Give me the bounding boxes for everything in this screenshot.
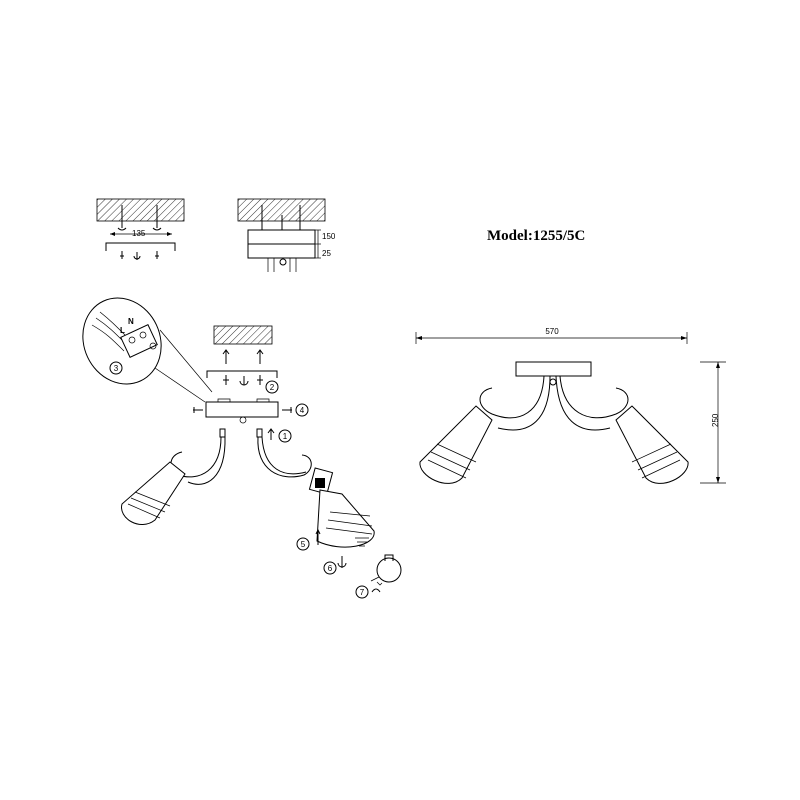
ceiling-mount-detail: 135 xyxy=(96,198,185,260)
step-5-label: 5 xyxy=(301,540,306,549)
plate-height-dimension: 150 xyxy=(322,232,336,241)
mount-spacing-dimension: 135 xyxy=(132,229,146,238)
exploded-assembly: 2 4 1 5 6 xyxy=(121,325,402,599)
terminal-l-label: L xyxy=(120,326,125,335)
wiring-callout: N L 3 xyxy=(82,297,213,403)
step-1-label: 1 xyxy=(283,432,288,441)
step-7-label: 7 xyxy=(360,588,365,597)
overall-width-dimension: 570 xyxy=(545,327,559,336)
step-3-label: 3 xyxy=(114,364,119,373)
step-2-label: 2 xyxy=(270,383,275,392)
plate-thickness-dimension: 25 xyxy=(322,249,331,258)
side-view-detail: 150 25 xyxy=(237,198,336,272)
overall-height-dimension: 250 xyxy=(711,413,720,427)
assembled-fixture: 570 250 xyxy=(415,327,726,484)
terminal-n-label: N xyxy=(128,317,134,326)
model-label: Model:1255/5C xyxy=(487,228,585,244)
step-4-label: 4 xyxy=(300,406,305,415)
step-6-label: 6 xyxy=(328,564,333,573)
